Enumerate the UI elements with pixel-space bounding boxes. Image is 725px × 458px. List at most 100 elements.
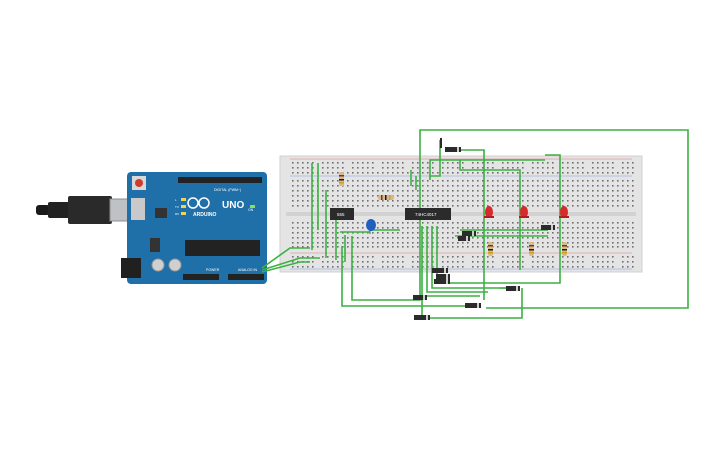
breadboard-hole[interactable]	[517, 256, 519, 258]
breadboard-hole[interactable]	[547, 222, 549, 224]
breadboard-hole[interactable]	[572, 195, 574, 197]
breadboard-hole[interactable]	[432, 200, 434, 202]
breadboard-hole[interactable]	[432, 185, 434, 187]
breadboard-hole[interactable]	[487, 261, 489, 263]
breadboard-hole[interactable]	[517, 222, 519, 224]
breadboard-hole[interactable]	[537, 190, 539, 192]
diode[interactable]	[541, 225, 555, 230]
breadboard-hole[interactable]	[402, 172, 404, 174]
breadboard-hole[interactable]	[342, 205, 344, 207]
breadboard-hole[interactable]	[397, 222, 399, 224]
breadboard-hole[interactable]	[612, 180, 614, 182]
breadboard-hole[interactable]	[597, 205, 599, 207]
breadboard-hole[interactable]	[497, 237, 499, 239]
breadboard-hole[interactable]	[627, 261, 629, 263]
timer-555-chip[interactable]: 555	[330, 208, 354, 220]
breadboard-hole[interactable]	[607, 200, 609, 202]
breadboard-hole[interactable]	[602, 200, 604, 202]
breadboard-hole[interactable]	[577, 195, 579, 197]
breadboard-hole[interactable]	[617, 227, 619, 229]
breadboard-hole[interactable]	[572, 190, 574, 192]
breadboard-hole[interactable]	[467, 195, 469, 197]
breadboard-hole[interactable]	[472, 180, 474, 182]
breadboard-hole[interactable]	[387, 222, 389, 224]
breadboard-hole[interactable]	[602, 246, 604, 248]
breadboard-hole[interactable]	[502, 232, 504, 234]
breadboard-hole[interactable]	[427, 172, 429, 174]
breadboard-hole[interactable]	[592, 261, 594, 263]
breadboard-hole[interactable]	[397, 172, 399, 174]
breadboard-hole[interactable]	[442, 242, 444, 244]
breadboard-hole[interactable]	[437, 222, 439, 224]
breadboard-hole[interactable]	[452, 167, 454, 169]
breadboard-hole[interactable]	[382, 227, 384, 229]
breadboard-hole[interactable]	[632, 242, 634, 244]
breadboard-hole[interactable]	[467, 190, 469, 192]
breadboard-hole[interactable]	[587, 205, 589, 207]
diode[interactable]	[462, 231, 476, 236]
breadboard-hole[interactable]	[327, 246, 329, 248]
breadboard-hole[interactable]	[382, 167, 384, 169]
breadboard-hole[interactable]	[492, 222, 494, 224]
breadboard-hole[interactable]	[522, 232, 524, 234]
breadboard-hole[interactable]	[627, 205, 629, 207]
breadboard-hole[interactable]	[567, 237, 569, 239]
breadboard-hole[interactable]	[402, 266, 404, 268]
breadboard-hole[interactable]	[627, 162, 629, 164]
breadboard-hole[interactable]	[557, 232, 559, 234]
breadboard-hole[interactable]	[622, 227, 624, 229]
breadboard-hole[interactable]	[582, 222, 584, 224]
counter-4017-chip[interactable]: 74HC4017	[405, 208, 451, 220]
breadboard-hole[interactable]	[542, 256, 544, 258]
diode[interactable]	[434, 279, 450, 284]
breadboard-hole[interactable]	[562, 172, 564, 174]
breadboard-hole[interactable]	[297, 246, 299, 248]
breadboard-hole[interactable]	[447, 200, 449, 202]
breadboard-hole[interactable]	[402, 242, 404, 244]
breadboard-hole[interactable]	[377, 195, 379, 197]
breadboard-hole[interactable]	[512, 180, 514, 182]
breadboard-hole[interactable]	[417, 256, 419, 258]
breadboard-hole[interactable]	[502, 190, 504, 192]
breadboard-hole[interactable]	[347, 242, 349, 244]
breadboard-hole[interactable]	[507, 185, 509, 187]
breadboard-hole[interactable]	[507, 205, 509, 207]
breadboard-hole[interactable]	[332, 246, 334, 248]
breadboard-hole[interactable]	[582, 205, 584, 207]
breadboard-hole[interactable]	[477, 246, 479, 248]
breadboard-hole[interactable]	[392, 205, 394, 207]
diode[interactable]	[436, 274, 450, 279]
breadboard-hole[interactable]	[522, 261, 524, 263]
breadboard-hole[interactable]	[492, 232, 494, 234]
breadboard-hole[interactable]	[442, 167, 444, 169]
breadboard-hole[interactable]	[342, 227, 344, 229]
breadboard-hole[interactable]	[362, 195, 364, 197]
breadboard-hole[interactable]	[567, 266, 569, 268]
breadboard-hole[interactable]	[407, 205, 409, 207]
breadboard-hole[interactable]	[622, 242, 624, 244]
breadboard-hole[interactable]	[447, 172, 449, 174]
breadboard-hole[interactable]	[412, 242, 414, 244]
breadboard-hole[interactable]	[307, 222, 309, 224]
breadboard-hole[interactable]	[492, 227, 494, 229]
breadboard-hole[interactable]	[617, 222, 619, 224]
breadboard-hole[interactable]	[482, 246, 484, 248]
breadboard-hole[interactable]	[487, 266, 489, 268]
breadboard-hole[interactable]	[442, 266, 444, 268]
breadboard-hole[interactable]	[397, 190, 399, 192]
breadboard-hole[interactable]	[612, 237, 614, 239]
breadboard-hole[interactable]	[457, 162, 459, 164]
breadboard-hole[interactable]	[552, 222, 554, 224]
breadboard-hole[interactable]	[607, 180, 609, 182]
breadboard-hole[interactable]	[452, 227, 454, 229]
breadboard-hole[interactable]	[602, 242, 604, 244]
breadboard-hole[interactable]	[477, 205, 479, 207]
breadboard-hole[interactable]	[442, 246, 444, 248]
breadboard-hole[interactable]	[562, 190, 564, 192]
breadboard-hole[interactable]	[517, 167, 519, 169]
breadboard-hole[interactable]	[512, 185, 514, 187]
breadboard-hole[interactable]	[587, 237, 589, 239]
breadboard-hole[interactable]	[582, 185, 584, 187]
breadboard-hole[interactable]	[447, 237, 449, 239]
breadboard-hole[interactable]	[432, 222, 434, 224]
